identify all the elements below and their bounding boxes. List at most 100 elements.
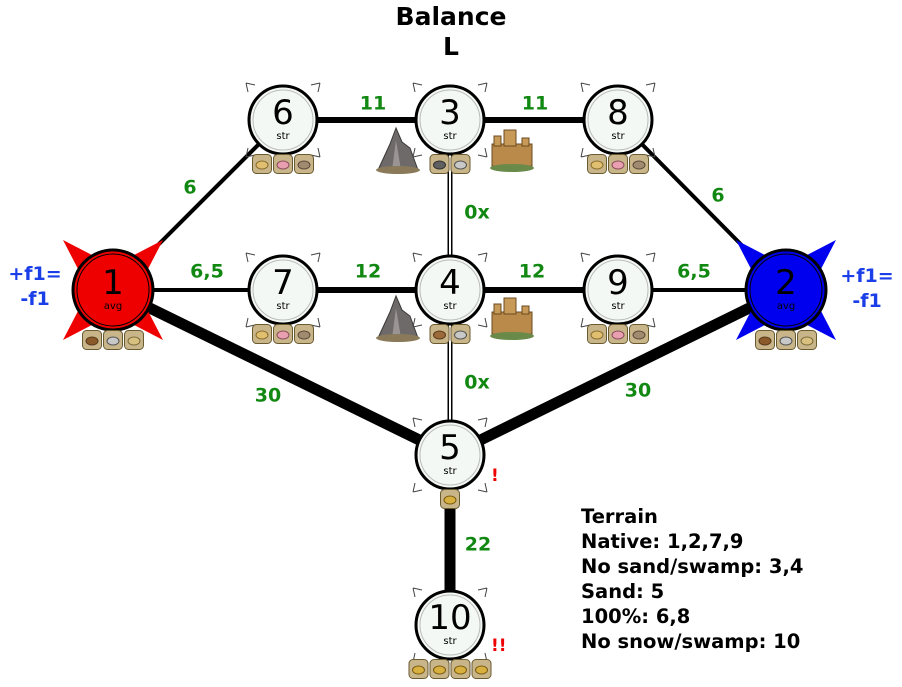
sulfur-icon <box>587 154 607 174</box>
zone-strength: str <box>611 131 625 142</box>
zone-strength: str <box>276 301 290 312</box>
terrain-line: Native: 1,2,7,9 <box>581 530 744 553</box>
zone-warning-mark: ! <box>491 466 499 486</box>
connection-label: 12 <box>355 261 381 283</box>
blue-player-note: +f1= -f1 <box>832 264 902 314</box>
zone-inner-ring <box>419 424 481 486</box>
zone-corner-tick <box>412 82 423 93</box>
resource-layer <box>82 154 817 679</box>
zone-inner-ring <box>587 89 649 151</box>
zone-corner-tick <box>477 82 488 93</box>
zone-inner-ring <box>419 89 481 151</box>
gems-icon <box>629 324 649 344</box>
mercury-icon <box>776 330 796 350</box>
zone-strength: str <box>443 466 457 477</box>
red-player-note: +f1= -f1 <box>0 262 70 312</box>
connection-label: 6 <box>711 185 724 207</box>
zone-number: 7 <box>272 263 294 303</box>
zone-inner-ring <box>749 253 823 327</box>
sulfur-icon <box>587 324 607 344</box>
dark-tower-town-icon <box>376 126 420 174</box>
zone-corner-tick <box>477 482 488 493</box>
zone-circle <box>414 84 486 156</box>
wood-ore-icon <box>82 330 102 350</box>
gold-coins-icon <box>124 330 144 350</box>
crystal-icon <box>608 154 628 174</box>
zone-inner-ring <box>419 259 481 321</box>
gold-icon <box>450 659 471 679</box>
castle-town-icon <box>490 129 534 172</box>
zone-number: 4 <box>439 263 461 303</box>
ore-icon <box>429 154 450 174</box>
mercury-icon <box>450 154 471 174</box>
zone-inner-ring <box>252 89 314 151</box>
zone-corner-tick <box>477 252 488 263</box>
zone-layer: 1avg2avg3str4str5str!6str7str8str9str10s… <box>63 82 836 663</box>
gold-icon <box>429 659 450 679</box>
terrain-line: 100%: 6,8 <box>581 605 691 628</box>
connection-label: 12 <box>519 261 545 283</box>
terrain-line: Sand: 5 <box>581 580 665 603</box>
connection-label: 11 <box>522 93 548 115</box>
zone-circle <box>414 589 486 661</box>
connection-5-2 <box>447 285 789 460</box>
zone-inner-ring <box>587 259 649 321</box>
zone-corner-tick <box>580 252 591 263</box>
zone-corner-tick <box>645 252 656 263</box>
terrain-heading: Terrain <box>581 505 658 528</box>
gems-icon <box>629 154 649 174</box>
gold-coins-icon <box>797 330 817 350</box>
zone-strength: str <box>443 301 457 312</box>
connection-label: 6,5 <box>677 261 711 283</box>
zone-inner-ring <box>419 594 481 656</box>
terrain-line: No sand/swamp: 3,4 <box>581 555 804 578</box>
zone-corner-tick <box>412 482 423 493</box>
mercury-icon <box>450 324 471 344</box>
zone-corner-tick <box>310 82 321 93</box>
sulfur-icon <box>252 154 272 174</box>
zone-corner-tick <box>412 417 423 428</box>
crystal-icon <box>608 324 628 344</box>
zone-number: 8 <box>607 93 629 133</box>
zone-number: 10 <box>428 598 471 638</box>
zone-corner-tick <box>412 317 423 328</box>
zone-inner-ring <box>76 253 150 327</box>
zone-number: 5 <box>439 428 461 468</box>
zone-number: 3 <box>439 93 461 133</box>
castle-town-icon <box>490 297 534 340</box>
terrain-legend: Terrain Native: 1,2,7,9 No sand/swamp: 3… <box>581 504 803 654</box>
red-note-line-2: -f1 <box>20 288 50 310</box>
gems-icon <box>294 154 314 174</box>
zone-corner-tick <box>645 82 656 93</box>
connection-label: 22 <box>465 534 491 556</box>
connection-label: 11 <box>360 93 386 115</box>
zone-strength: str <box>276 131 290 142</box>
zone-strength: avg <box>104 301 122 312</box>
town-layer <box>376 126 534 342</box>
zone-warning-mark: !! <box>491 636 507 656</box>
terrain-line: No snow/swamp: 10 <box>581 630 801 653</box>
red-note-line-1: +f1= <box>8 263 62 285</box>
zone-corner-tick <box>412 587 423 598</box>
map-size: L <box>443 32 459 61</box>
gems-icon <box>294 324 314 344</box>
zone-number: 9 <box>607 263 629 303</box>
zone-corner-tick <box>310 252 321 263</box>
zone-corner-tick <box>477 587 488 598</box>
zone-strength: str <box>443 131 457 142</box>
zone-corner-tick <box>580 82 591 93</box>
crystal-icon <box>273 324 293 344</box>
blue-note-line-1: +f1= <box>840 265 894 287</box>
map-title: Balance <box>395 2 507 31</box>
zone-corner-tick <box>245 82 256 93</box>
zone-corner-tick <box>412 147 423 158</box>
wood-icon <box>429 324 450 344</box>
zone-number: 2 <box>775 263 797 303</box>
